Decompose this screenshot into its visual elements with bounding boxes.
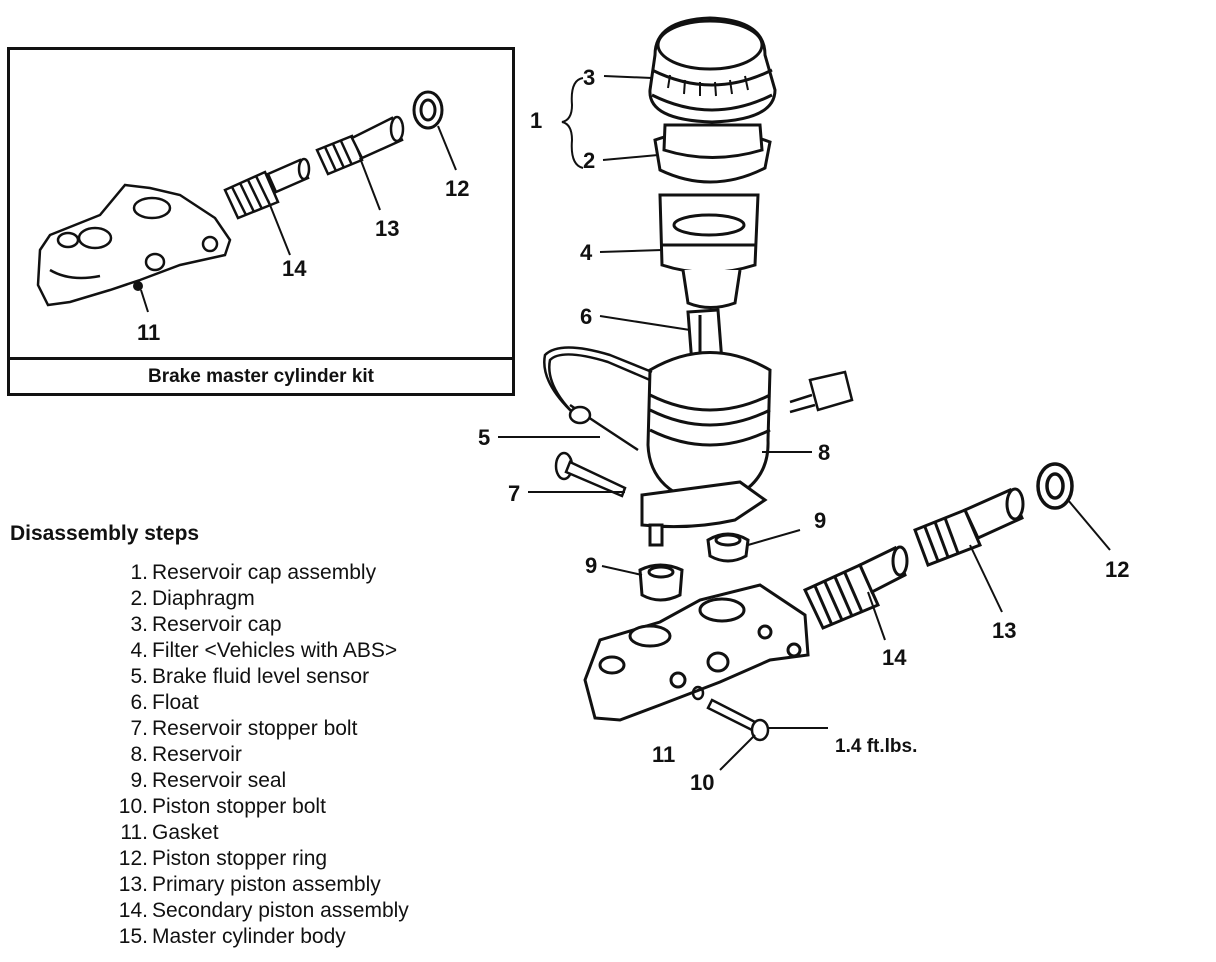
callout-8: 8 bbox=[818, 440, 830, 465]
diaphragm bbox=[653, 123, 772, 184]
step-number: 1. bbox=[130, 561, 148, 584]
callout-1: 1 bbox=[530, 108, 542, 133]
step-number: 3. bbox=[130, 613, 148, 636]
step-item: 13.Primary piston assembly bbox=[100, 872, 409, 898]
reservoir-seal-lower bbox=[638, 563, 684, 602]
bracket-1 bbox=[561, 77, 584, 169]
step-label: Secondary piston assembly bbox=[152, 899, 409, 922]
step-number: 10. bbox=[118, 795, 148, 818]
step-item: 10.Piston stopper bolt bbox=[100, 794, 409, 820]
reservoir-stopper-bolt bbox=[554, 451, 627, 498]
step-number: 11. bbox=[120, 821, 148, 844]
kit-callout-12: 12 bbox=[445, 176, 469, 201]
callout-9-lower: 9 bbox=[585, 553, 597, 578]
leader-lines bbox=[498, 75, 1111, 771]
kit-secondary-piston bbox=[223, 157, 311, 220]
step-number: 14. bbox=[118, 899, 148, 922]
callout-3: 3 bbox=[583, 65, 595, 90]
step-label: Gasket bbox=[152, 821, 219, 844]
step-item: 8.Reservoir bbox=[100, 742, 409, 768]
step-label: Brake fluid level sensor bbox=[152, 665, 370, 688]
step-item: 5.Brake fluid level sensor bbox=[100, 664, 409, 690]
kit-stopper-ring bbox=[412, 90, 444, 130]
step-item: 9.Reservoir seal bbox=[100, 768, 409, 794]
reservoir-cap bbox=[648, 16, 777, 124]
secondary-piston bbox=[802, 545, 909, 630]
step-number: 13. bbox=[118, 873, 148, 896]
fluid-level-sensor bbox=[543, 346, 653, 452]
callout-13: 13 bbox=[992, 618, 1016, 643]
step-number: 2. bbox=[130, 587, 148, 610]
step-item: 4.Filter <Vehicles with ABS> bbox=[100, 638, 409, 664]
piston-stopper-bolt bbox=[706, 698, 770, 742]
connector bbox=[789, 370, 854, 414]
callout-12: 12 bbox=[1105, 557, 1129, 582]
step-label: Primary piston assembly bbox=[152, 873, 381, 896]
step-item: 14.Secondary piston assembly bbox=[100, 898, 409, 924]
steps-title: Disassembly steps bbox=[10, 522, 200, 545]
step-label: Master cylinder body bbox=[152, 925, 346, 948]
float bbox=[686, 308, 724, 366]
step-label: Diaphragm bbox=[152, 587, 255, 610]
step-number: 7. bbox=[130, 717, 148, 740]
step-label: Filter <Vehicles with ABS> bbox=[152, 639, 398, 662]
piston-stopper-ring bbox=[1036, 462, 1074, 510]
kit-callout-11: 11 bbox=[137, 320, 160, 345]
callout-6: 6 bbox=[580, 304, 592, 329]
filter bbox=[658, 193, 760, 309]
step-number: 5. bbox=[130, 665, 148, 688]
step-label: Piston stopper bolt bbox=[152, 795, 326, 818]
step-item: 1.Reservoir cap assembly bbox=[100, 560, 409, 586]
kit-callout-14: 14 bbox=[282, 256, 307, 281]
step-label: Reservoir bbox=[152, 743, 242, 766]
torque-label: 1.4 ft.lbs. bbox=[835, 736, 917, 757]
callout-7: 7 bbox=[508, 481, 520, 506]
callout-14: 14 bbox=[882, 645, 907, 670]
master-cylinder-body bbox=[583, 583, 810, 722]
step-label: Piston stopper ring bbox=[152, 847, 328, 870]
step-number: 6. bbox=[130, 691, 148, 714]
step-item: 2.Diaphragm bbox=[100, 586, 409, 612]
kit-inset-box: 12 13 14 11 Brake master cylinder kit bbox=[7, 47, 515, 396]
kit-primary-piston bbox=[315, 115, 405, 176]
kit-illustration: 12 13 14 11 bbox=[36, 90, 469, 345]
step-number: 8. bbox=[130, 743, 148, 766]
callout-11: 11 bbox=[652, 742, 675, 767]
step-item: 6.Float bbox=[100, 690, 409, 716]
step-label: Reservoir stopper bolt bbox=[152, 717, 358, 740]
callout-2: 2 bbox=[583, 148, 595, 173]
kit-callout-13: 13 bbox=[375, 216, 399, 241]
step-number: 9. bbox=[130, 769, 148, 792]
primary-piston bbox=[913, 487, 1025, 567]
step-number: 4. bbox=[130, 639, 148, 662]
step-item: 11.Gasket bbox=[100, 820, 409, 846]
step-label: Reservoir cap assembly bbox=[152, 561, 377, 584]
callout-4: 4 bbox=[580, 240, 593, 265]
reservoir bbox=[640, 351, 772, 547]
reservoir-seal-upper bbox=[706, 532, 750, 563]
callout-9-upper: 9 bbox=[814, 508, 826, 533]
kit-gasket-dot bbox=[133, 281, 143, 291]
step-item: 3.Reservoir cap bbox=[100, 612, 409, 638]
step-item: 12.Piston stopper ring bbox=[100, 846, 409, 872]
kit-caption: Brake master cylinder kit bbox=[10, 357, 512, 393]
callout-10: 10 bbox=[690, 770, 714, 795]
step-number: 12. bbox=[118, 847, 148, 870]
kit-cylinder-body bbox=[36, 183, 232, 307]
step-item: 7.Reservoir stopper bolt bbox=[100, 716, 409, 742]
step-number: 15. bbox=[118, 925, 148, 948]
callout-5: 5 bbox=[478, 425, 490, 450]
step-label: Reservoir cap bbox=[152, 613, 282, 636]
gasket bbox=[691, 685, 705, 701]
step-label: Reservoir seal bbox=[152, 769, 287, 792]
step-item: 15.Master cylinder body bbox=[100, 924, 409, 950]
step-label: Float bbox=[152, 691, 199, 714]
